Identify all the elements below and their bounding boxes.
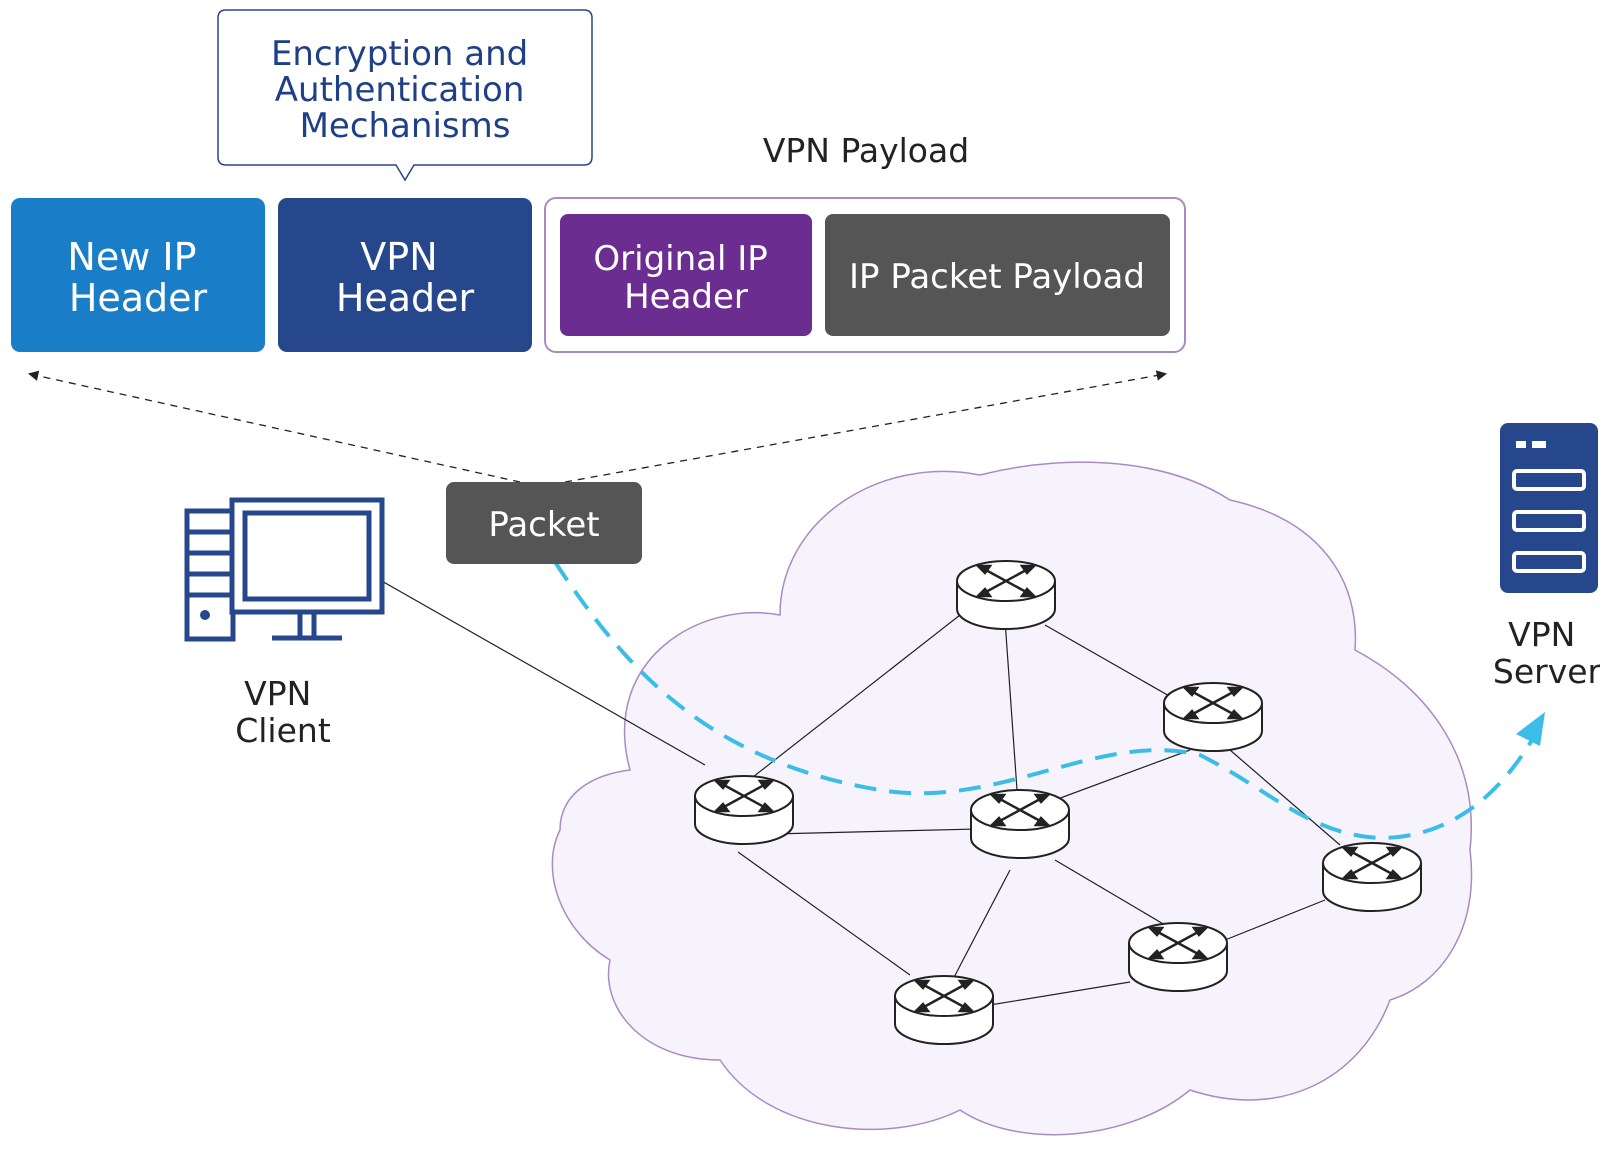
expand-arrow-right [564,370,1168,483]
vpn-header-label: VPN Header [336,235,475,320]
vpn-header-block [278,198,532,352]
tunnel-arrowhead [1516,712,1545,746]
new-ip-header-block [11,198,265,352]
callout-box [217,9,593,182]
vpn-server-label: VPN Server [1493,615,1600,691]
tunnel-path [553,560,1537,841]
desktop-computer-icon [184,497,385,642]
vpn-payload-label: VPN Payload [763,131,969,170]
vpn-client-label: VPN Client [235,674,331,750]
router-icon [1162,681,1264,753]
new-ip-header-label: New IP Header [67,235,208,320]
packet-label: Packet [488,505,599,545]
router-icon [955,559,1057,631]
router-icon [1321,841,1423,913]
original-ip-header-label: Original IP Header [593,239,778,317]
original-ip-header-block [560,214,812,336]
router-icon [893,974,995,1046]
server-rack-icon [1500,423,1598,593]
callout-text: Encryption and Authentication Mechanisms [271,34,539,146]
expand-arrow-left [27,370,521,483]
packet-block [446,482,642,564]
ip-packet-payload-label: IP Packet Payload [849,257,1145,297]
router-icon [969,788,1071,860]
ip-packet-payload-block [825,214,1170,336]
router-icon [1127,921,1229,993]
router-icon [693,774,795,846]
